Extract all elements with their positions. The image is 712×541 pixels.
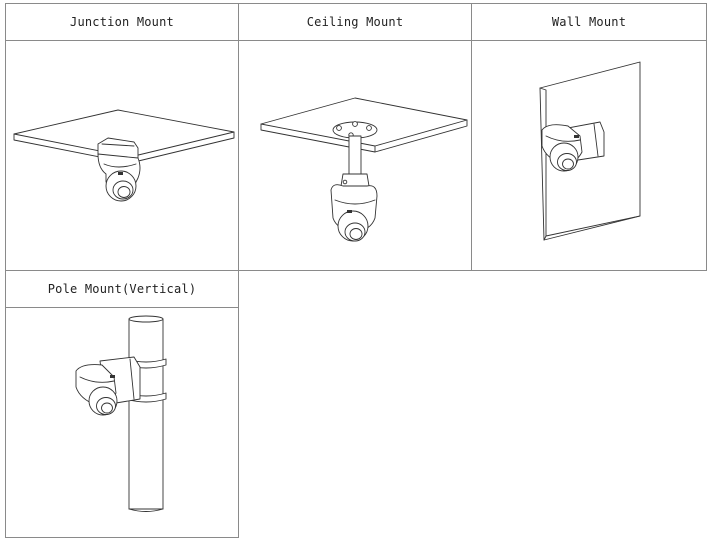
- cell-title: Ceiling Mount: [239, 4, 471, 41]
- cell-title: Pole Mount(Vertical): [6, 271, 238, 308]
- junction-mount-illustration: [13, 109, 235, 202]
- ceiling-mount-illustration: [260, 97, 468, 242]
- pole-mount-illustration: [75, 315, 167, 512]
- wall-mount-illustration: [539, 61, 641, 241]
- cell-wall-mount: Wall Mount: [471, 3, 707, 271]
- cell-pole-mount-vertical: Pole Mount(Vertical): [5, 270, 239, 538]
- cell-title: Junction Mount: [6, 4, 238, 41]
- cell-title: Wall Mount: [472, 4, 706, 41]
- cell-junction-mount: Junction Mount: [5, 3, 239, 271]
- cell-ceiling-mount: Ceiling Mount: [238, 3, 472, 271]
